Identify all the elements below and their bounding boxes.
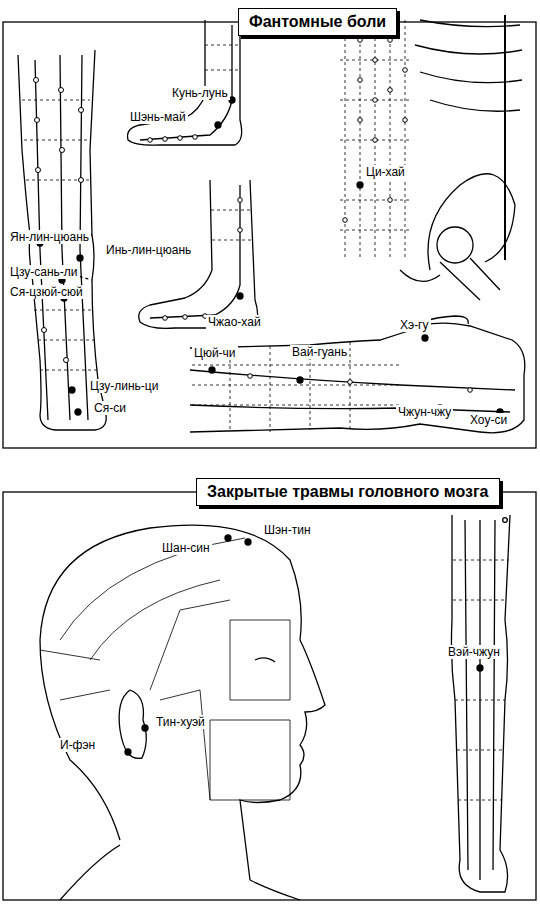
point-label: Кунь-лунь [170,86,230,100]
foot-figure [128,20,242,145]
point-label: Шэн-тин [262,523,313,537]
point-label: Ян-лин-цюань [8,230,91,244]
point-label: Тин-хуэй [154,715,207,729]
point-label: Цзу-линь-ци [88,379,160,393]
leg-figure [451,515,510,892]
point-label: Ся-цзюй-сюй [8,285,85,299]
point-label: Цюй-чи [192,346,238,360]
point-label: Чжун-чжу [396,405,453,419]
point-label: Чжао-хай [206,315,263,329]
point-label: Шэнь-май [128,110,188,124]
point-label: Вэй-чжун [446,645,502,659]
point-label: Ся-си [92,401,128,415]
point-label: Вай-гуань [290,345,349,359]
point-label: И-фэн [58,738,97,752]
panel-frame [3,492,536,900]
panel-frame [3,22,536,448]
point-label: Ци-хай [364,165,407,179]
torso-figure [340,15,522,300]
head-figure [40,525,325,900]
heading-box: Фантомные боли [238,8,397,36]
point-label: Шан-син [160,541,212,555]
point-label: Хоу-си [468,413,509,427]
point-label: Цзу-сань-ли [8,265,80,279]
point-label: Хэ-гу [398,318,431,332]
heading-text: Закрытые травмы головного мозга [207,483,489,500]
arm-figure [190,316,525,433]
point-label: Инь-лин-цюань [104,243,193,257]
heading-text: Фантомные боли [249,13,386,30]
heading-box: Закрытые травмы головного мозга [196,478,500,506]
